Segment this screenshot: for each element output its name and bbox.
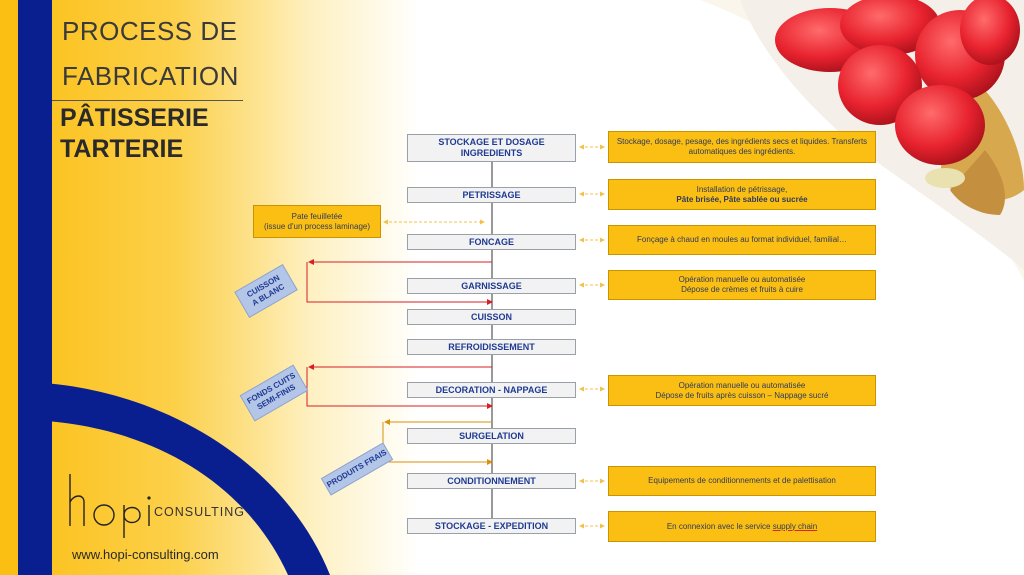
- navy-arc: [18, 382, 330, 575]
- subtitle-line-1: PÂTISSERIE: [60, 104, 209, 132]
- step-label: SURGELATION: [459, 430, 524, 441]
- note-garnissage: Opération manuelle ou automatisée Dépose…: [608, 270, 876, 300]
- step-label: GARNISSAGE: [461, 280, 522, 291]
- note-text: Opération manuelle ou automatisée: [678, 380, 806, 390]
- step-cuisson: CUISSON: [407, 309, 576, 325]
- step-label: FONCAGE: [469, 236, 514, 247]
- note-foncage: Fonçage à chaud en moules au format indi…: [608, 225, 876, 255]
- note-text: Opération manuelle ou automatisée: [678, 275, 806, 284]
- subtitle: PÂTISSERIE TARTERIE: [60, 103, 209, 165]
- hopi-logo: [69, 474, 151, 538]
- subtitle-line-2: TARTERIE: [60, 135, 184, 163]
- brand-consulting: CONSULTING: [154, 505, 246, 519]
- note-petrissage: Installation de pétrissage, Pâte brisée,…: [608, 179, 876, 210]
- note-conditionnement: Equipements de conditionnements et de pa…: [608, 466, 876, 496]
- note-text: Stockage, dosage, pesage, des ingrédient…: [616, 137, 868, 146]
- step-label: REFROIDISSEMENT: [448, 341, 535, 352]
- step-foncage: FONCAGE: [407, 234, 576, 250]
- note-text: Fonçage à chaud en moules au format indi…: [637, 235, 847, 244]
- title-line-2: FABRICATION: [62, 61, 239, 91]
- side-input-subtitle: (issue d'un process laminage): [263, 221, 371, 231]
- side-input-title: Pate feuilletée: [291, 211, 343, 221]
- step-petrissage: PETRISSAGE: [407, 187, 576, 203]
- note-text: automatiques des ingrédients.: [688, 147, 796, 156]
- step-label: DECORATION - NAPPAGE: [435, 384, 548, 395]
- website-url[interactable]: www.hopi-consulting.com: [72, 547, 219, 562]
- supply-chain-link: supply chain: [772, 521, 818, 531]
- note-text: Installation de pétrissage,: [696, 184, 788, 194]
- strawberry-tart-photo: [740, 0, 1024, 270]
- step-label: CUISSON: [470, 311, 512, 322]
- step-conditionnement: CONDITIONNEMENT: [407, 473, 576, 489]
- step-label: PETRISSAGE: [462, 189, 521, 200]
- step-label: STOCKAGE ET DOSAGE: [438, 137, 545, 147]
- note-text-bold: Pâte brisée, Pâte sablée ou sucrée: [676, 194, 808, 204]
- step-garnissage: GARNISSAGE: [407, 278, 576, 294]
- step-label: STOCKAGE - EXPEDITION: [434, 520, 549, 531]
- side-input-pate-feuilletee: Pate feuilletée (issue d'un process lami…: [253, 205, 381, 238]
- step-stockage-expedition: STOCKAGE - EXPEDITION: [407, 518, 576, 534]
- note-text: En connexion avec le service supply chai…: [667, 522, 817, 532]
- step-label: CONDITIONNEMENT: [447, 475, 536, 486]
- note-text: Dépose de fruits après cuisson – Nappage…: [655, 390, 829, 400]
- note-text-part: En connexion avec le service: [666, 521, 771, 531]
- title-divider: [52, 100, 243, 101]
- step-surgelation: SURGELATION: [407, 428, 576, 444]
- note-stockage-expedition: En connexion avec le service supply chai…: [608, 511, 876, 542]
- step-refroidissement: REFROIDISSEMENT: [407, 339, 576, 355]
- note-stockage: Stockage, dosage, pesage, des ingrédient…: [608, 131, 876, 163]
- note-text: Dépose de crèmes et fruits à cuire: [681, 285, 803, 294]
- step-decoration-nappage: DECORATION - NAPPAGE: [407, 382, 576, 398]
- note-decoration: Opération manuelle ou automatisée Dépose…: [608, 375, 876, 406]
- navy-bar: [18, 0, 52, 575]
- title-line-1: PROCESS DE: [62, 16, 238, 46]
- note-text: Equipements de conditionnements et de pa…: [648, 476, 836, 485]
- step-label: INGREDIENTS: [460, 148, 523, 158]
